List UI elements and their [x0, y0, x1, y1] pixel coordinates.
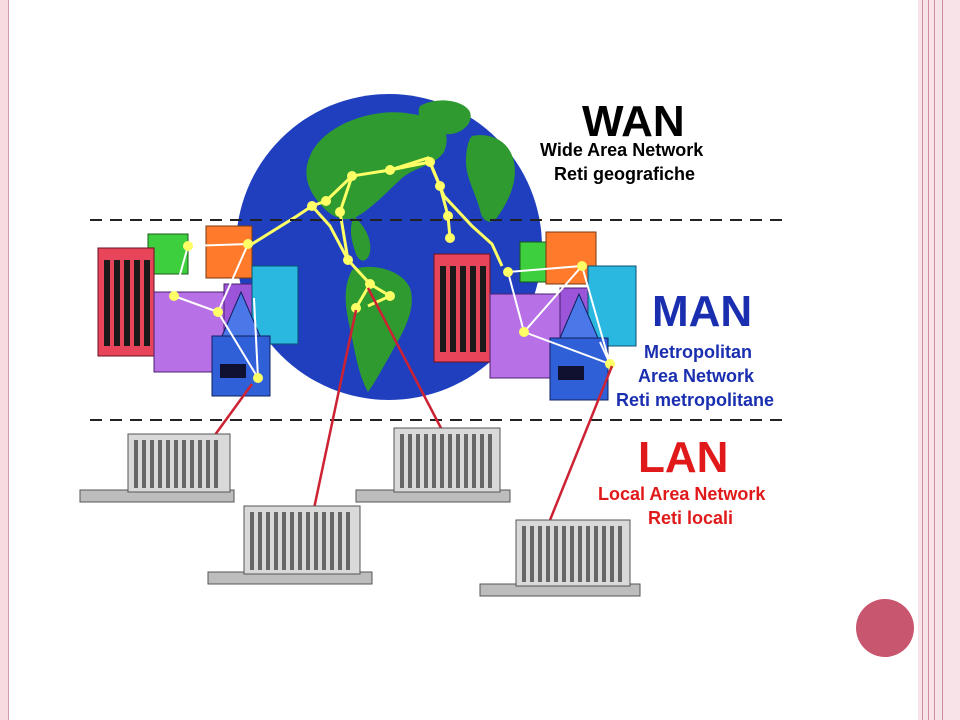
wan-subtitle-2: Reti geografiche [554, 164, 695, 184]
lan-building-3 [207, 505, 373, 585]
right-city-cluster [433, 231, 637, 401]
lan-building-4 [479, 519, 641, 597]
slide-left-border [0, 0, 9, 720]
network-diagram: WAN Wide Area Network Reti geografiche M… [72, 66, 808, 616]
left-city-cluster [97, 225, 299, 397]
wan-subtitle-1: Wide Area Network [540, 140, 704, 160]
lan-building-1 [79, 433, 235, 503]
slide-accent-dot [856, 599, 914, 657]
wan-nodes [307, 157, 455, 313]
man-title: MAN [652, 287, 752, 336]
man-subtitle-3: Reti metropolitane [616, 390, 774, 410]
lan-subtitle-2: Reti locali [648, 508, 733, 528]
network-diagram-svg: WAN Wide Area Network Reti geografiche M… [79, 94, 784, 597]
lan-title: LAN [638, 433, 728, 482]
globe-icon [221, 94, 542, 400]
lan-subtitle-1: Local Area Network [598, 484, 766, 504]
lan-building-2 [355, 427, 511, 503]
wan-title: WAN [582, 97, 685, 146]
man-subtitle-2: Area Network [638, 366, 755, 386]
man-subtitle-1: Metropolitan [644, 342, 752, 362]
slide-right-border [918, 0, 960, 720]
